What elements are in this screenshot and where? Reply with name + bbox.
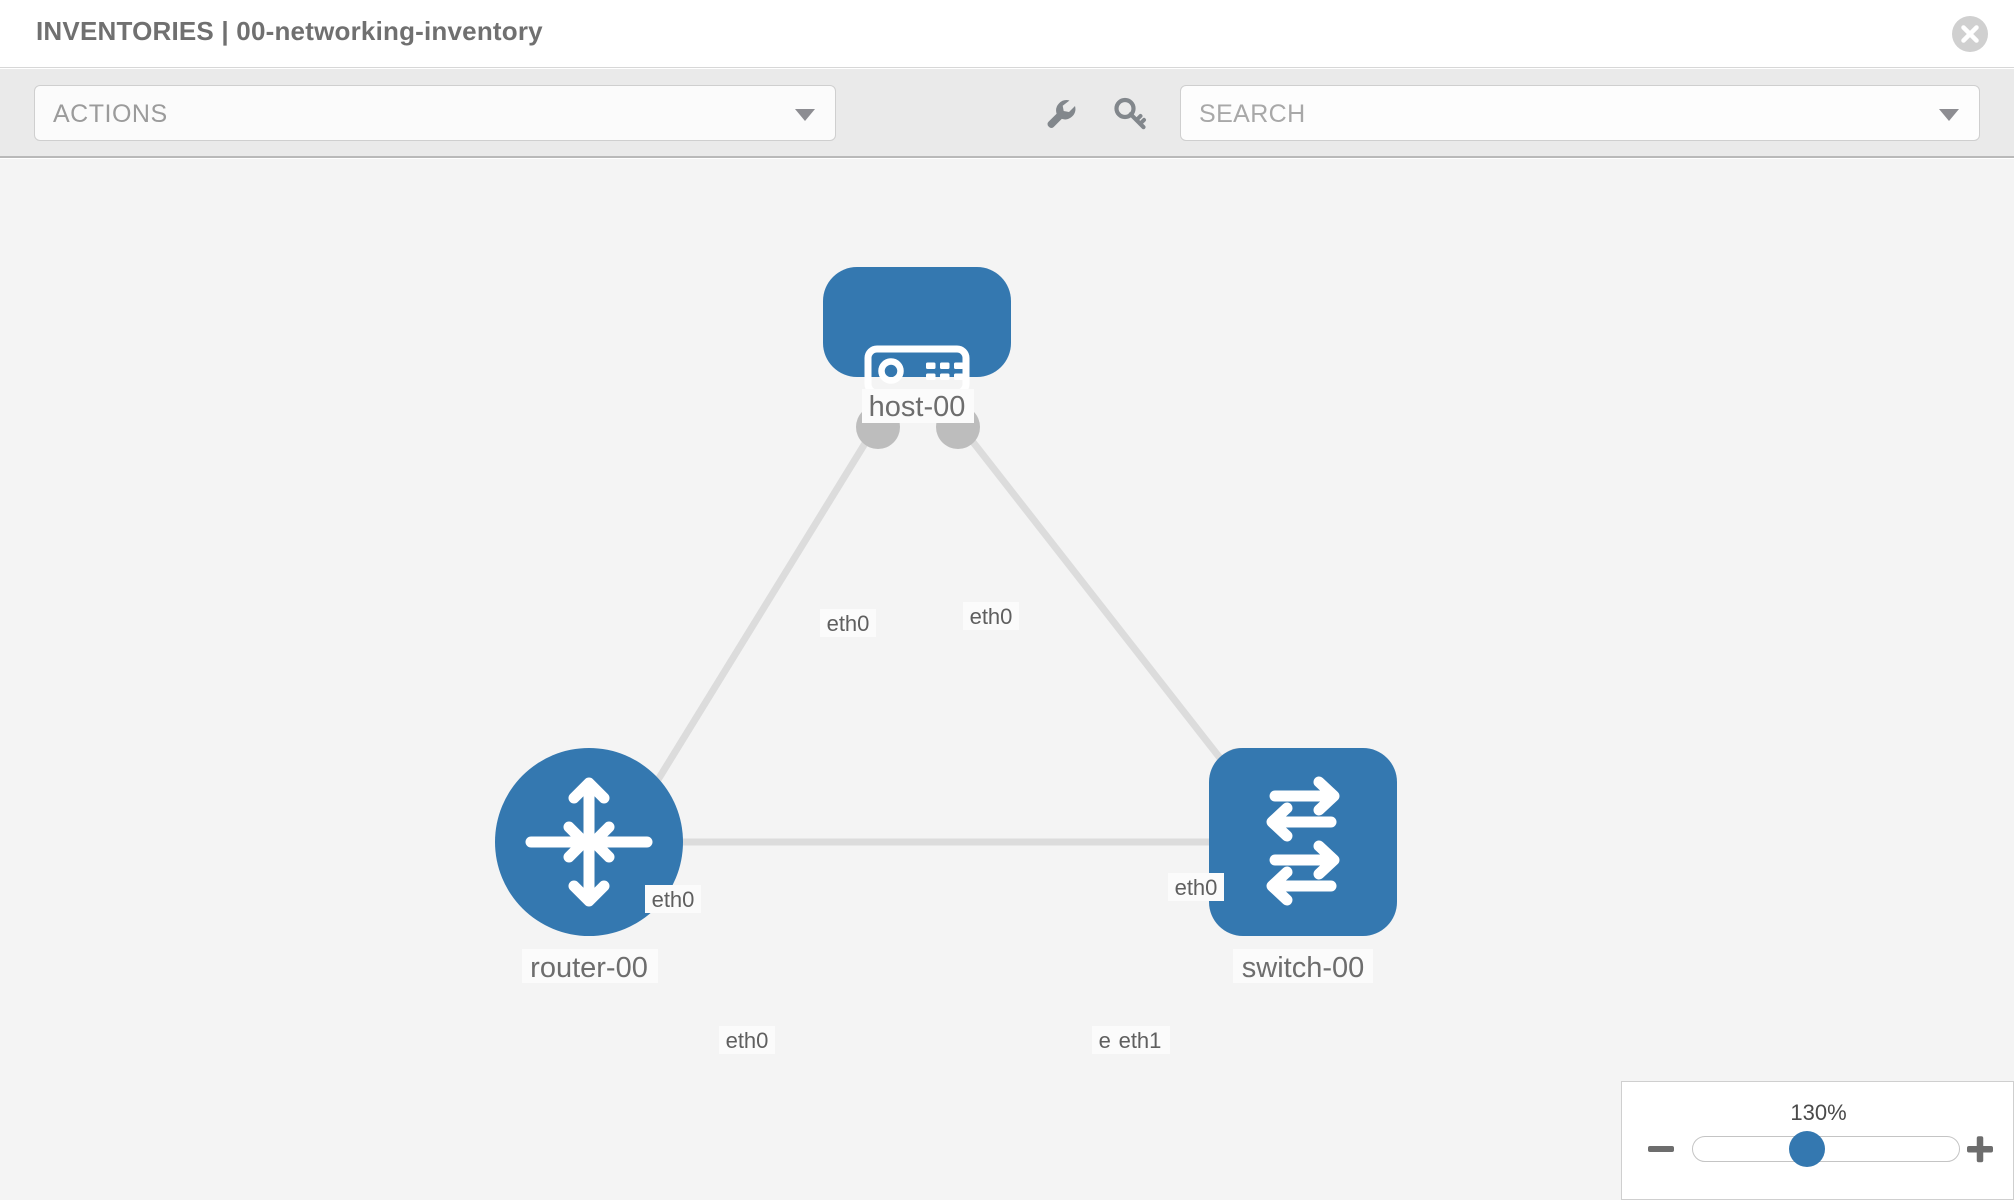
interface-labels: eth0 eth0 eth0 eth0 eth0 eth0 eth1 [645, 602, 1224, 1054]
node-host-00[interactable]: host-00 [823, 267, 1011, 423]
topology-graph: host-00 [495, 267, 1397, 1054]
node-label-switch-00: switch-00 [1242, 952, 1365, 984]
actions-dropdown-label: ACTIONS [53, 100, 168, 128]
endpoints [634, 405, 1264, 864]
iface-label-router-upper: eth0 [652, 887, 695, 912]
toolbar: ACTIONS SEARCH [0, 69, 2014, 158]
node-label-router-00: router-00 [530, 952, 648, 984]
zoom-level-label: 130% [1790, 1100, 1847, 1125]
iface-label-switch-upper: eth0 [1175, 875, 1218, 900]
zoom-slider-handle[interactable] [1789, 1131, 1825, 1167]
iface-label-switch-left-over: eth1 [1119, 1028, 1162, 1053]
edge-host-switch[interactable] [952, 416, 1255, 802]
zoom-control: 130% [1621, 1081, 2014, 1200]
switch-icon [1266, 776, 1340, 906]
topology-canvas[interactable]: host-00 [0, 159, 2014, 1200]
chevron-down-icon[interactable] [1939, 109, 1959, 121]
iface-label-router-right: eth0 [726, 1028, 769, 1053]
chevron-down-icon [795, 109, 815, 121]
iface-label-host-right: eth0 [970, 604, 1013, 629]
router-icon [525, 777, 653, 907]
wrench-icon[interactable] [1040, 93, 1082, 135]
page-title: INVENTORIES | 00-networking-inventory [36, 16, 543, 46]
page-header: INVENTORIES | 00-networking-inventory [0, 0, 2014, 68]
minus-icon[interactable] [1644, 1132, 1678, 1166]
node-router-00[interactable]: router-00 [495, 748, 683, 984]
search-placeholder: SEARCH [1199, 100, 1306, 128]
search-input[interactable]: SEARCH [1180, 85, 1980, 141]
host-node-shape[interactable] [823, 267, 1011, 377]
iface-label-host-left: eth0 [827, 611, 870, 636]
edge-host-router[interactable] [637, 417, 883, 811]
switch-node-shape[interactable] [1209, 748, 1397, 936]
key-icon[interactable] [1110, 93, 1152, 135]
actions-dropdown[interactable]: ACTIONS [34, 85, 836, 141]
node-label-host-00: host-00 [869, 391, 966, 423]
edges [637, 416, 1255, 846]
close-icon[interactable] [1952, 16, 1988, 52]
node-switch-00[interactable]: switch-00 [1209, 748, 1397, 984]
plus-icon[interactable] [1963, 1132, 1997, 1166]
zoom-slider[interactable] [1692, 1136, 1960, 1162]
